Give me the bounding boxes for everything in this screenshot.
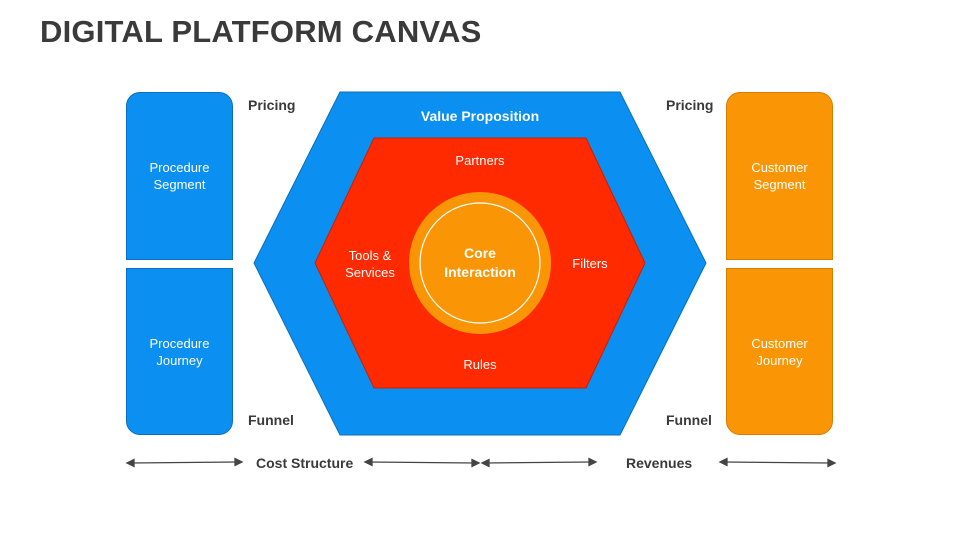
customer-journey-label: Customer Journey [751,335,808,368]
customer-segment-box: Customer Segment [726,92,833,260]
tools-services-label: Tools & Services [345,248,395,280]
revenues-arrow-left [480,457,598,468]
cost-structure-label: Cost Structure [256,455,354,471]
procedure-journey-box: Procedure Journey [126,268,233,435]
core-outer-circle [409,192,551,334]
revenues-label: Revenues [626,455,693,471]
rules-label: Rules [463,357,497,372]
pricing-right-label: Pricing [666,97,714,113]
cost-structure-arrow-left [125,457,244,468]
procedure-journey-label: Procedure Journey [149,335,210,368]
customer-journey-box: Customer Journey [726,268,833,435]
partners-label: Partners [455,153,505,168]
revenues-arrow-right [718,457,837,468]
funnel-left-label: Funnel [248,412,294,428]
core-inner-ring [419,202,541,324]
core-interaction-label: Core Interaction [444,245,516,280]
procedure-segment-label: Procedure Segment [149,160,210,192]
customer-segment-label: Customer Segment [751,160,808,192]
funnel-right-label: Funnel [666,412,712,428]
cost-structure-arrow-right [363,457,481,468]
filters-label: Filters [572,256,608,271]
pricing-left-label: Pricing [248,97,296,113]
procedure-segment-box: Procedure Segment [126,92,233,260]
page-title: DIGITAL PLATFORM CANVAS [40,14,482,49]
value-proposition-label: Value Proposition [420,108,540,124]
